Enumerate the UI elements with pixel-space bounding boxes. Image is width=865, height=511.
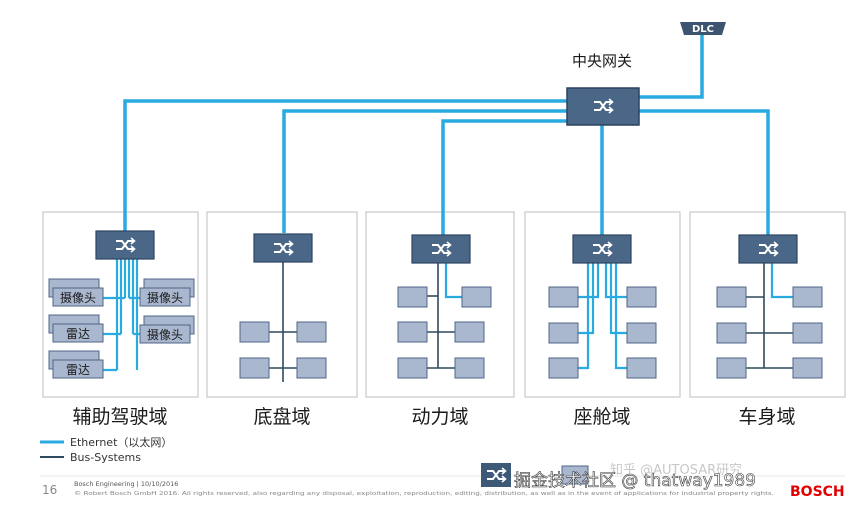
- ecu-camera-left: 摄像头: [48, 278, 104, 307]
- zhihu-watermark: 知乎 @AUTOSAR研究: [610, 462, 742, 478]
- domain-label-body: 车身域: [738, 406, 795, 428]
- dlc-connector: DLC: [680, 22, 726, 35]
- svg-text:雷达: 雷达: [66, 327, 90, 341]
- body-domain: [716, 234, 823, 379]
- legend-ethernet: Ethernet（以太网）: [70, 436, 172, 449]
- ecu-icon: [561, 465, 589, 485]
- central-gateway-switch: [566, 87, 640, 126]
- ecu-radar-2: 雷达: [48, 350, 104, 379]
- svg-text:摄像头: 摄像头: [60, 290, 96, 305]
- chassis-domain: [239, 233, 327, 382]
- svg-text:摄像头: 摄像头: [147, 327, 183, 342]
- gateway-label: 中央网关: [572, 52, 632, 70]
- footer-copyright: © Robert Bosch GmbH 2016. All rights res…: [74, 490, 775, 497]
- ecu-camera-right-top: 摄像头: [139, 278, 195, 307]
- powertrain-domain: [397, 234, 492, 379]
- legend: Ethernet（以太网） Bus-Systems: [40, 436, 172, 464]
- svg-text:雷达: 雷达: [66, 363, 90, 377]
- svg-text:摄像头: 摄像头: [147, 290, 183, 305]
- juejin-watermark: 掘金技术社区 @ thatway1989: [514, 471, 756, 491]
- ethernet-backbone: [123, 33, 770, 235]
- bosch-logo: BOSCH: [790, 484, 845, 500]
- page-number: 16: [42, 483, 57, 497]
- legend-bus: Bus-Systems: [70, 451, 141, 464]
- domain-label-chassis: 底盘域: [253, 406, 310, 428]
- dlc-label: DLC: [692, 24, 714, 35]
- ecu-camera-right-bottom: 摄像头: [139, 315, 195, 344]
- domain-label-cockpit: 座舱域: [573, 406, 630, 428]
- cockpit-domain: [548, 234, 657, 379]
- domain-label-adas: 辅助驾驶域: [72, 406, 167, 428]
- ecu-radar-1: 雷达: [48, 314, 104, 343]
- domain-label-powertrain: 动力域: [411, 406, 468, 428]
- watermark-area: BOSCH 知乎 @AUTOSAR研究 掘金技术社区 @ thatway1989: [481, 462, 845, 500]
- footer-company: Bosch Engineering | 10/10/2016: [74, 480, 178, 488]
- adas-domain: 摄像头 摄像头 摄像头 雷达 雷达: [48, 230, 195, 379]
